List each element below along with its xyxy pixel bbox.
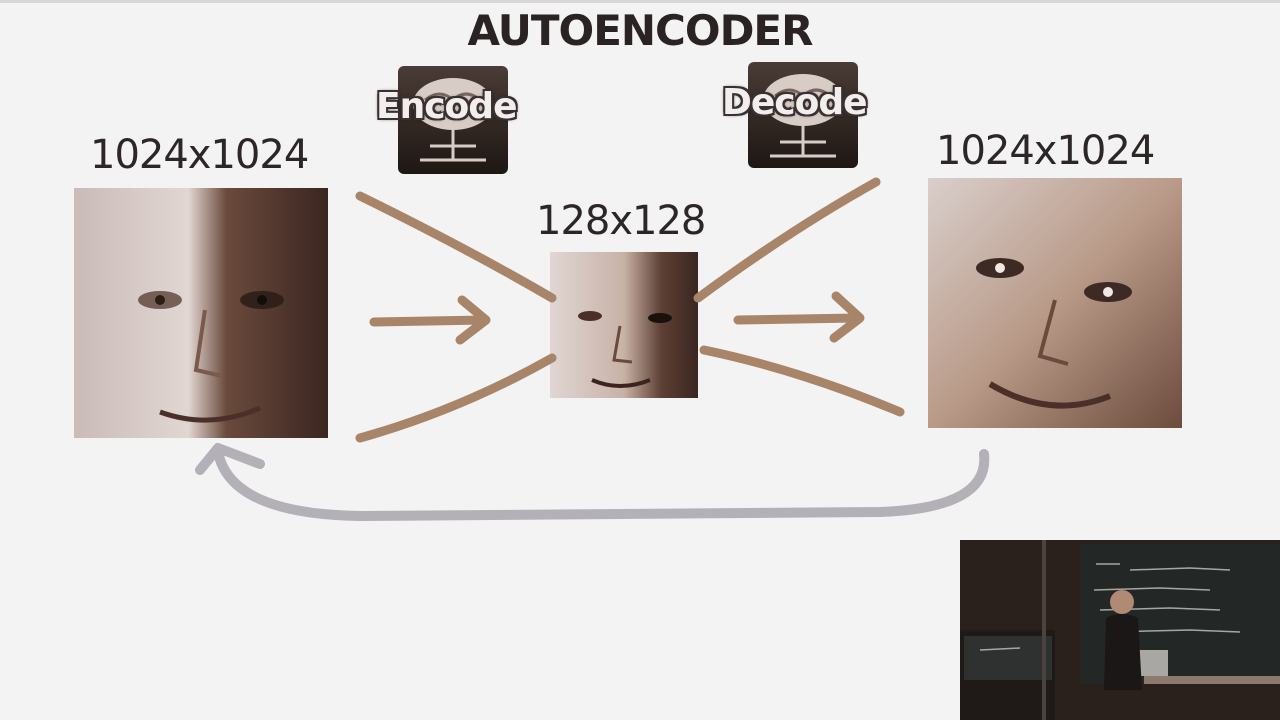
- latent-size-label: 128x128: [536, 198, 706, 244]
- output-face-image: [928, 178, 1182, 428]
- input-face-image: [74, 188, 328, 438]
- hourglass-strokes: [355, 177, 905, 443]
- decode-label: Decode: [722, 82, 868, 123]
- decoder-brain-computer-icon: [748, 62, 858, 168]
- output-size-label: 1024x1024: [936, 128, 1155, 174]
- encoder-lower-stroke: [355, 353, 557, 443]
- encode-arrow: [369, 295, 491, 345]
- slide-title: AUTOENCODER: [467, 6, 814, 55]
- decode-arrow: [733, 291, 865, 343]
- encoder-brain-computer-icon: [398, 66, 508, 174]
- encode-label: Encode: [376, 86, 517, 127]
- input-size-label: 1024x1024: [90, 132, 309, 178]
- encoder-upper-stroke: [355, 191, 557, 303]
- latent-face-image: [550, 252, 698, 398]
- lecturer-video-thumbnail: [960, 540, 1280, 720]
- decoder-upper-stroke: [693, 177, 881, 303]
- decoder-lower-stroke: [699, 345, 905, 417]
- reconstruction-loop-arrow: [195, 443, 990, 521]
- top-rule: [0, 0, 1280, 3]
